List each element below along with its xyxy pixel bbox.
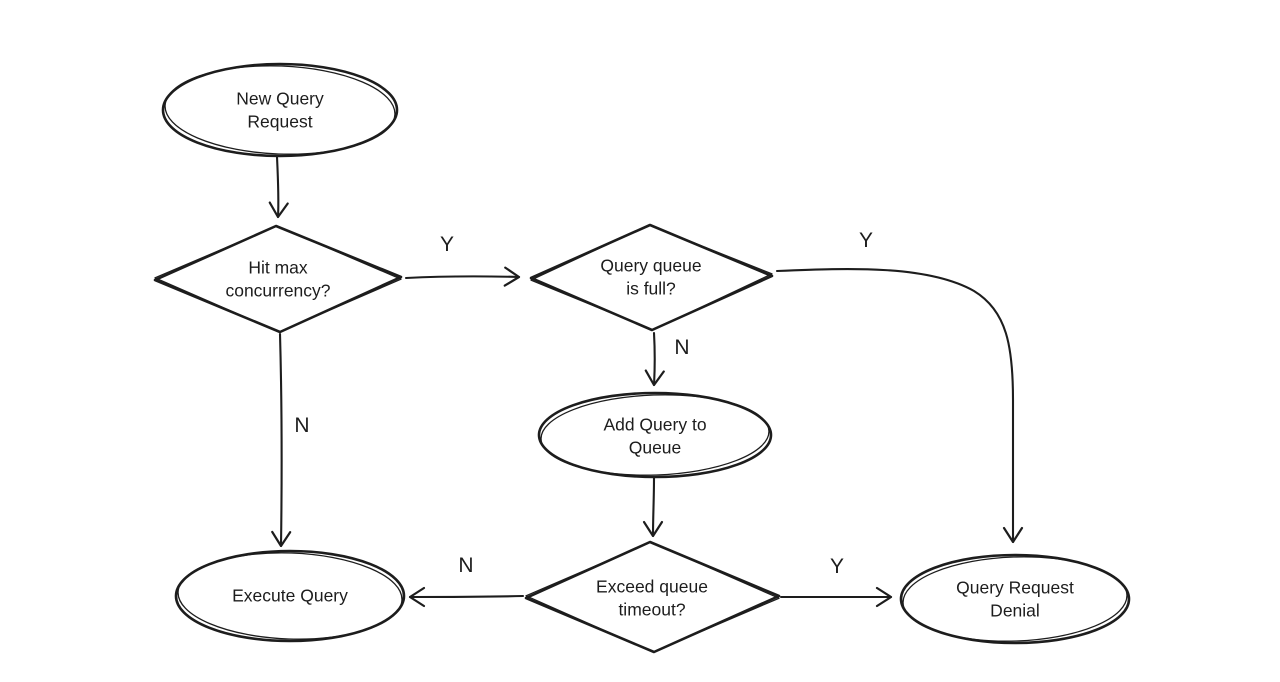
node-hit-max-concurrency-shape <box>153 224 403 334</box>
edge-hit-max-to-execute-query <box>271 332 292 548</box>
edge-queue-full-to-add-query <box>644 331 665 387</box>
edge-label-queue-full-no: N <box>674 336 690 359</box>
node-label-execute-query: Execute Query <box>232 585 348 606</box>
node-query-request-denial-shape <box>899 553 1131 645</box>
edge-hit-max-to-queue-full <box>404 266 521 287</box>
node-label-add-query-to-queue: Add Query to Queue <box>603 414 707 457</box>
edge-label-queue-full-yes: Y <box>858 229 874 252</box>
node-execute-query-shape <box>174 549 406 643</box>
node-label-query-request-denial: Query Request Denial <box>956 577 1074 620</box>
node-label-query-queue-full: Query queue is full? <box>600 255 702 298</box>
node-label-exceed-queue-timeout: Exceed queue timeout? <box>596 576 708 619</box>
edge-new-query-to-hit-max <box>268 155 289 219</box>
node-query-queue-full-shape <box>529 223 774 332</box>
edge-label-timeout-no: N <box>458 554 474 577</box>
edge-add-query-to-timeout <box>642 476 664 538</box>
node-label-new-query-request: New Query Request <box>236 88 324 131</box>
node-new-query-request-shape <box>161 62 399 158</box>
edge-timeout-to-execute-query <box>408 586 525 608</box>
edge-queue-full-to-denial <box>775 268 1024 544</box>
node-exceed-queue-timeout-shape <box>524 540 781 654</box>
edge-label-hit-max-yes: Y <box>439 233 455 256</box>
node-add-query-to-queue-shape <box>537 391 773 479</box>
edge-label-timeout-yes: Y <box>829 555 845 578</box>
edge-label-hit-max-no: N <box>294 414 310 437</box>
node-label-hit-max-concurrency: Hit max concurrency? <box>225 257 331 300</box>
